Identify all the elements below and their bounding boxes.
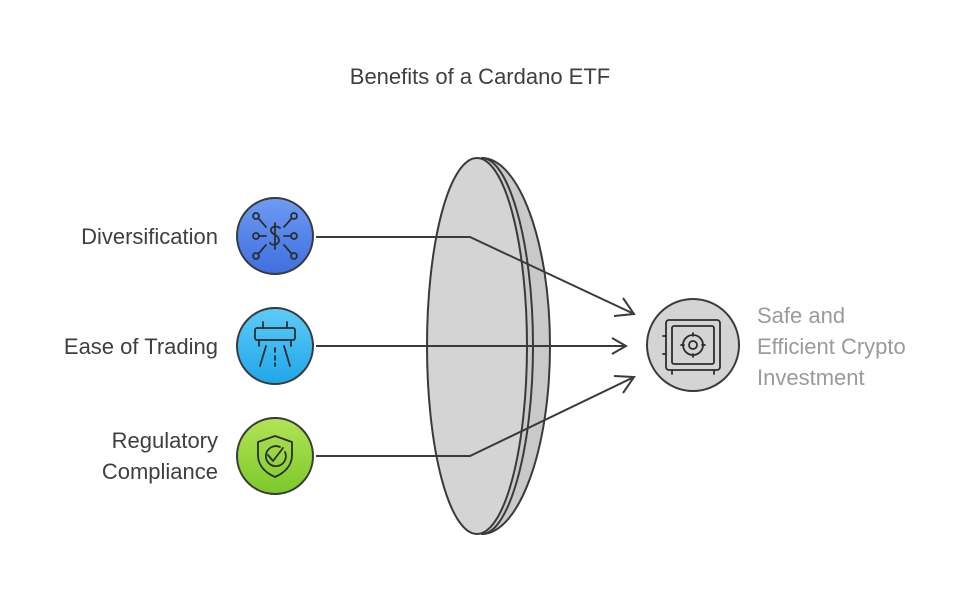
label-ease-of-trading: Ease of Trading <box>63 334 218 359</box>
outcome-line-1: Safe and <box>757 303 846 328</box>
shield-check-icon <box>236 417 314 495</box>
connector-ease-of-trading <box>316 337 629 355</box>
label-regulatory-line-1: Regulatory <box>111 428 218 453</box>
safe-icon <box>646 298 740 392</box>
connector-diversification <box>316 236 636 317</box>
label-regulatory-line-2: Compliance <box>101 459 218 484</box>
highway-icon <box>236 307 314 385</box>
diagram-title: Benefits of a Cardano ETF <box>349 64 611 89</box>
outcome-line-3: Investment <box>757 365 865 390</box>
label-regulatory-compliance: Regulatory Compliance <box>102 425 218 487</box>
label-diversification: Diversification <box>81 224 218 249</box>
outcome-line-2: Efficient Crypto <box>757 334 906 359</box>
outcome-label: Safe and Efficient Crypto Investment <box>757 300 906 393</box>
connector-regulatory-compliance <box>316 375 636 457</box>
money-network-icon <box>236 197 314 275</box>
